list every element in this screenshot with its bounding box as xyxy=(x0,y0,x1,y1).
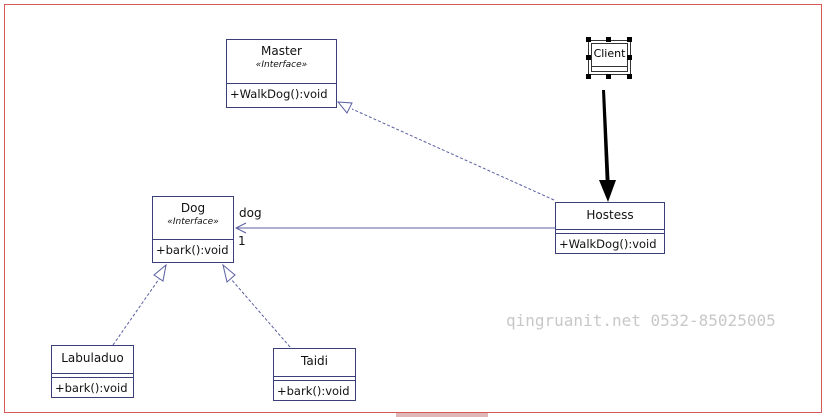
hostess-class-name: Hostess xyxy=(586,208,634,222)
taidi-class-name: Taidi xyxy=(301,354,328,368)
labuladuo-divider-2 xyxy=(52,377,133,378)
selection-handle-bottom-center[interactable] xyxy=(606,74,611,79)
master-operation: +WalkDog():void xyxy=(230,87,328,101)
taidi-divider-1 xyxy=(274,376,355,377)
selection-handle-bottom-right[interactable] xyxy=(627,74,632,79)
dog-class-name: Dog xyxy=(180,201,206,215)
selection-handle-top-center[interactable] xyxy=(606,37,611,42)
client-inner-border xyxy=(591,43,628,72)
master-class-name: Master xyxy=(261,44,302,58)
taidi-operation: +bark():void xyxy=(277,384,350,398)
selection-handle-middle-left[interactable] xyxy=(586,55,591,60)
dog-class[interactable]: Dog «Interface» +bark():void xyxy=(152,196,234,263)
selection-handle-middle-right[interactable] xyxy=(627,55,632,60)
selection-handle-top-left[interactable] xyxy=(586,37,591,42)
master-class[interactable]: Master «Interface» +WalkDog():void xyxy=(226,39,337,108)
diagram-frame xyxy=(4,4,822,413)
client-class-name: Client xyxy=(593,47,626,60)
labuladuo-class[interactable]: Labuladuo +bark():void xyxy=(51,345,134,398)
taidi-class[interactable]: Taidi +bark():void xyxy=(273,348,356,401)
selection-handle-bottom-left[interactable] xyxy=(586,74,591,79)
client-class[interactable]: Client xyxy=(588,40,631,75)
master-stereotype: «Interface» xyxy=(255,60,308,70)
labuladuo-operation: +bark():void xyxy=(55,381,128,395)
watermark: qingruanit.net 0532-85025005 xyxy=(506,311,776,330)
taidi-divider-2 xyxy=(274,380,355,381)
client-divider xyxy=(592,66,627,67)
dog-stereotype: «Interface» xyxy=(167,217,219,227)
selection-handle-top-right[interactable] xyxy=(627,37,632,42)
hostess-divider-2 xyxy=(556,233,664,234)
dog-operation: +bark():void xyxy=(156,243,229,257)
association-role-label: dog xyxy=(239,206,262,220)
scrollbar-hint xyxy=(396,413,488,417)
master-divider xyxy=(227,83,336,84)
labuladuo-class-name: Labuladuo xyxy=(61,351,124,365)
hostess-class[interactable]: Hostess +WalkDog():void xyxy=(555,202,665,254)
hostess-operation: +WalkDog():void xyxy=(559,237,657,251)
association-multiplicity-label: 1 xyxy=(238,234,246,248)
labuladuo-divider-1 xyxy=(52,373,133,374)
hostess-divider-1 xyxy=(556,229,664,230)
dog-divider xyxy=(153,239,233,240)
